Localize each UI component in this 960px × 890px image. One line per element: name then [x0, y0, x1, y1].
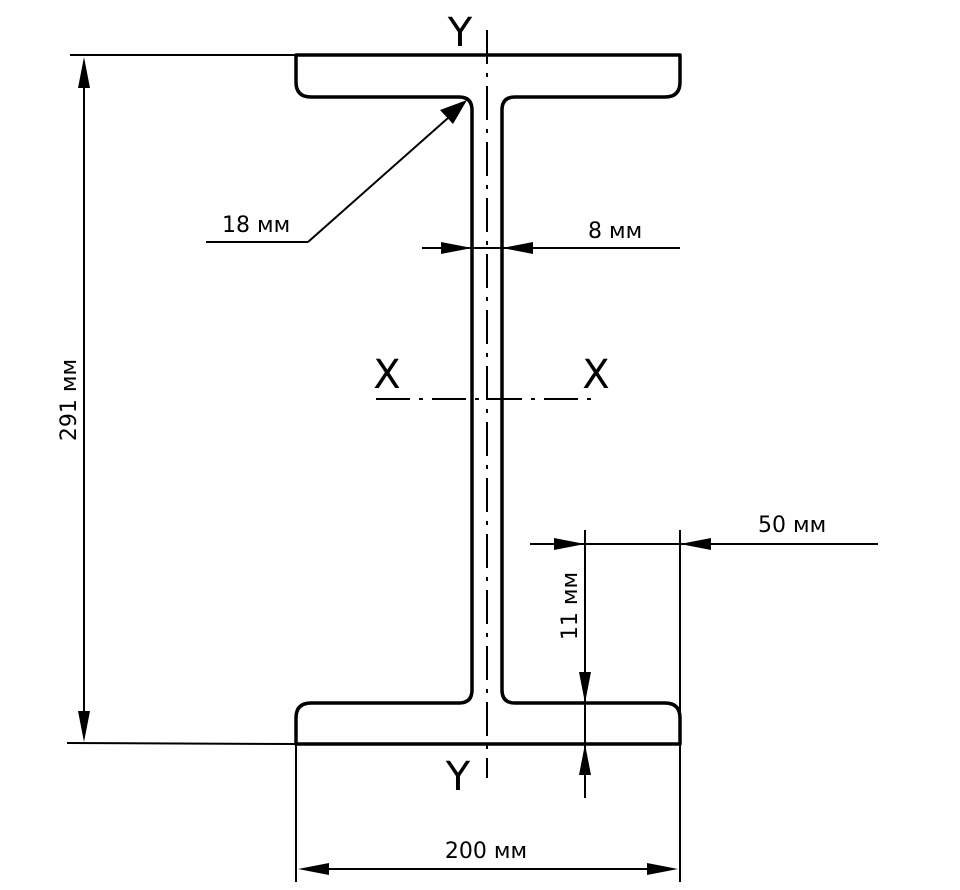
flange-thickness-label: 11 мм: [558, 572, 583, 640]
fillet-radius-label: 18 мм: [222, 213, 290, 238]
flange-width-label: 200 мм: [445, 839, 527, 864]
flange-width-dimension: 200 мм: [295, 744, 681, 882]
y-axis-label-bottom: Y: [445, 754, 471, 800]
total-height-dimension: 291 мм: [57, 54, 297, 745]
x-axis-label-right: X: [582, 352, 609, 398]
fillet-radius-leader: 18 мм: [206, 100, 467, 243]
web-thickness-label: 8 мм: [588, 219, 642, 244]
half-flange-width-dimension: 50 мм: [530, 513, 878, 744]
total-height-label: 291 мм: [57, 359, 82, 441]
y-axis-label-top: Y: [447, 10, 473, 56]
x-axis-label-left: X: [373, 352, 400, 398]
flange-thickness-dimension: 11 мм: [558, 530, 591, 798]
half-flange-width-label: 50 мм: [758, 513, 826, 538]
web-thickness-dimension: 8 мм: [422, 219, 680, 254]
